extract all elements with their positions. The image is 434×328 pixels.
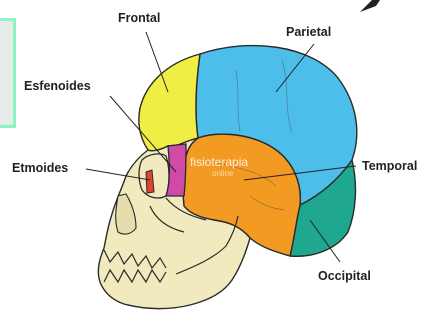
parietal-label: Parietal (286, 25, 331, 39)
etmoides-bone (146, 170, 154, 193)
frontal-bone (139, 54, 200, 151)
corner-decoration (360, 0, 380, 12)
occipital-label: Occipital (318, 269, 371, 283)
esfenoides-label: Esfenoides (24, 79, 91, 93)
frontal-label: Frontal (118, 11, 160, 25)
watermark-subtext: online (212, 169, 234, 178)
temporal-label: Temporal (362, 159, 417, 173)
esfenoides-bone (166, 144, 186, 196)
watermark-text: fisioterapia (190, 155, 248, 169)
etmoides-label: Etmoides (12, 161, 68, 175)
